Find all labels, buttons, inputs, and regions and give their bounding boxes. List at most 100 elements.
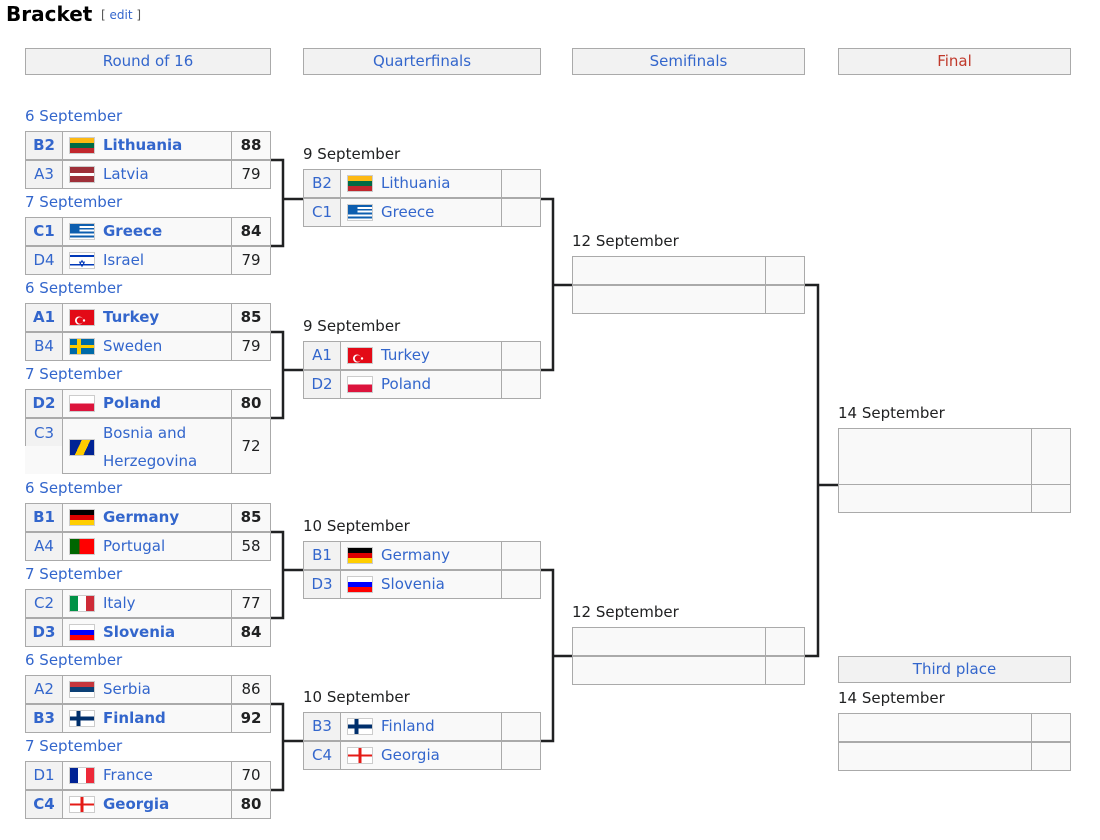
score-cell	[766, 627, 805, 656]
connector-line	[805, 283, 820, 658]
score-cell: 92	[232, 704, 271, 733]
seed-label: B2	[25, 131, 62, 160]
seed-label: A4	[25, 532, 62, 561]
connector-line	[541, 568, 555, 743]
germany-flag-icon	[69, 509, 95, 526]
seed-label: C4	[303, 741, 340, 770]
team-cell: Bosnia and Herzegovina	[62, 418, 232, 474]
connector-line	[271, 702, 285, 792]
finland-flag-icon	[347, 718, 373, 735]
team-link[interactable]: Finland	[381, 717, 435, 735]
team-cell: Greece	[340, 198, 502, 227]
seed-label: D4	[25, 246, 62, 275]
match-date: 7 September	[25, 737, 123, 755]
seed-label: B1	[303, 541, 340, 570]
bracket-team-row	[838, 428, 1071, 485]
finland-flag-icon	[69, 710, 95, 727]
team-cell: Slovenia	[340, 570, 502, 599]
team-link[interactable]: Slovenia	[103, 623, 176, 641]
score-cell: 85	[232, 503, 271, 532]
team-link[interactable]: Portugal	[103, 537, 166, 555]
bracket-team-row: A1 Turkey 85	[25, 303, 271, 332]
team-link[interactable]: Turkey	[103, 308, 160, 326]
score-cell: 86	[232, 675, 271, 704]
bracket-team-row: A4 Portugal 58	[25, 532, 271, 561]
team-cell: France	[62, 761, 232, 790]
team-link[interactable]: Germany	[103, 508, 180, 526]
georgia-flag-icon	[347, 747, 373, 764]
team-cell: Germany	[340, 541, 502, 570]
sweden-flag-icon	[69, 338, 95, 355]
seed-label: B4	[25, 332, 62, 361]
team-link[interactable]: Italy	[103, 594, 136, 612]
team-cell: Sweden	[62, 332, 232, 361]
team-cell: Serbia	[62, 675, 232, 704]
seed-label: C3	[25, 418, 62, 446]
connector-line	[271, 530, 285, 620]
bracket-team-row: B1 Germany	[303, 541, 541, 570]
seed-label: A3	[25, 160, 62, 189]
seed-label: A1	[25, 303, 62, 332]
team-link[interactable]: Greece	[103, 222, 163, 240]
team-link[interactable]: Poland	[103, 394, 161, 412]
team-link[interactable]: Israel	[103, 251, 144, 269]
team-link[interactable]: Slovenia	[381, 575, 445, 593]
seed-label: C1	[303, 198, 340, 227]
score-cell	[502, 570, 541, 599]
score-cell	[502, 370, 541, 399]
latvia-flag-icon	[69, 166, 95, 183]
france-flag-icon	[69, 767, 95, 784]
team-link[interactable]: Turkey	[381, 346, 430, 364]
team-link[interactable]: France	[103, 766, 153, 784]
bracket-team-row: A1 Turkey	[303, 341, 541, 370]
team-link[interactable]: Bosnia and Herzegovina	[103, 424, 198, 470]
score-cell: 58	[232, 532, 271, 561]
seed-label: B3	[25, 704, 62, 733]
bracket-team-row	[572, 256, 805, 285]
edit-link[interactable]: edit	[109, 8, 133, 22]
team-link[interactable]: Lithuania	[103, 136, 183, 154]
team-link[interactable]: Germany	[381, 546, 450, 564]
team-link[interactable]: Georgia	[381, 746, 440, 764]
bracket-team-row: C4 Georgia	[303, 741, 541, 770]
header-final: Final	[838, 48, 1071, 75]
team-cell: Portugal	[62, 532, 232, 561]
team-cell: Turkey	[62, 303, 232, 332]
team-link[interactable]: Serbia	[103, 680, 151, 698]
score-cell: 85	[232, 303, 271, 332]
israel-flag-icon	[69, 252, 95, 269]
greece-flag-icon	[347, 204, 373, 221]
team-link[interactable]: Latvia	[103, 165, 149, 183]
team-cell: Lithuania	[62, 131, 232, 160]
team-cell: Georgia	[340, 741, 502, 770]
team-link[interactable]: Greece	[381, 203, 435, 221]
team-link[interactable]: Sweden	[103, 337, 163, 355]
score-cell: 79	[232, 160, 271, 189]
score-cell	[502, 712, 541, 741]
seed-label: A1	[303, 341, 340, 370]
team-cell: Germany	[62, 503, 232, 532]
serbia-flag-icon	[69, 681, 95, 698]
team-link[interactable]: Poland	[381, 375, 432, 393]
score-cell	[766, 256, 805, 285]
lithuania-flag-icon	[347, 175, 373, 192]
match-date: 6 September	[25, 479, 123, 497]
team-cell: Turkey	[340, 341, 502, 370]
match-date: 6 September	[25, 279, 123, 297]
team-cell: Finland	[62, 704, 232, 733]
match-date: 6 September	[25, 651, 123, 669]
team-link[interactable]: Finland	[103, 709, 166, 727]
team-link[interactable]: Lithuania	[381, 174, 451, 192]
turkey-flag-icon	[347, 347, 373, 364]
score-cell	[766, 285, 805, 314]
team-link[interactable]: Georgia	[103, 795, 170, 813]
